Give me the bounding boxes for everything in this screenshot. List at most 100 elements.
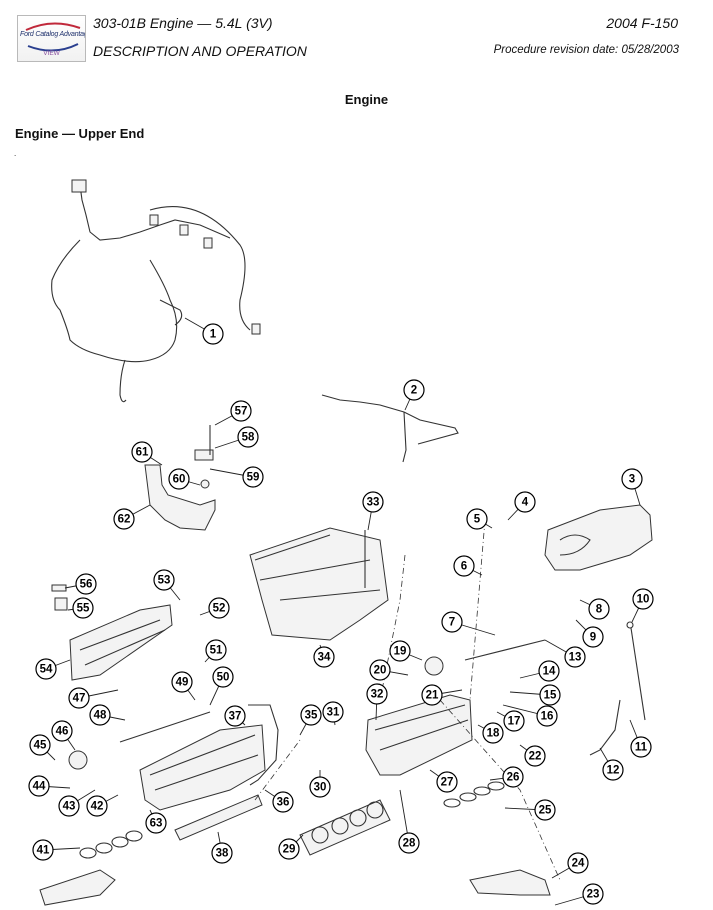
callout-10: 10 — [631, 588, 654, 623]
callout-number: 36 — [277, 797, 290, 809]
callout-number: 2 — [411, 385, 417, 397]
callout-42: 42 — [86, 794, 119, 817]
callout-number: 4 — [522, 497, 529, 509]
callout-number: 18 — [487, 728, 500, 740]
callout-24: 24 — [551, 852, 589, 879]
callout-number: 29 — [283, 844, 296, 856]
callout-51: 51 — [204, 639, 227, 663]
callout-number: 28 — [403, 838, 416, 850]
callouts-layer: 1234567891011121314151617181920212223242… — [28, 317, 654, 906]
callout-number: 21 — [426, 690, 439, 702]
callout-circle — [403, 379, 425, 401]
document-title: 303-01B Engine — 5.4L (3V) — [93, 15, 273, 31]
callout-circle — [224, 705, 246, 727]
callout-circle — [237, 426, 259, 448]
callout-circle — [153, 569, 175, 591]
vehicle-model: 2004 F-150 — [606, 15, 678, 31]
callout-circle — [621, 468, 643, 490]
callout-37: 37 — [224, 705, 246, 727]
callout-number: 24 — [572, 858, 585, 870]
callout-25: 25 — [504, 799, 556, 821]
callout-60: 60 — [168, 468, 201, 490]
callout-circle — [51, 720, 73, 742]
callout-9: 9 — [575, 619, 604, 648]
callout-32: 32 — [366, 683, 388, 721]
callout-4: 4 — [507, 491, 536, 521]
callout-62: 62 — [113, 504, 151, 530]
callout-circle — [72, 597, 94, 619]
callout-circle — [35, 658, 57, 680]
callout-15: 15 — [509, 684, 561, 706]
callout-circle — [436, 771, 458, 793]
callout-number: 5 — [474, 514, 481, 526]
callout-number: 3 — [629, 474, 635, 486]
callout-circle — [230, 400, 252, 422]
callout-circle — [313, 646, 335, 668]
ford-catalog-advantage-logo[interactable]: Ford Catalog Advantage VIEW — [17, 15, 86, 62]
callout-circle — [536, 705, 558, 727]
callout-63: 63 — [145, 809, 167, 834]
callout-50: 50 — [209, 666, 234, 706]
callout-46: 46 — [51, 720, 76, 751]
callout-number: 49 — [176, 677, 189, 689]
right-cylinder-head-part — [365, 694, 473, 776]
callout-number: 11 — [635, 742, 648, 754]
callout-41: 41 — [32, 839, 81, 861]
callout-number: 31 — [327, 707, 340, 719]
wiring-harness-part — [51, 179, 261, 403]
callout-13: 13 — [544, 639, 586, 668]
sensor-harness-part — [321, 394, 459, 463]
intake-manifold-part — [51, 584, 173, 681]
callout-circle — [272, 791, 294, 813]
callout-48: 48 — [89, 704, 126, 726]
callout-number: 63 — [150, 818, 163, 830]
callout-circle — [567, 852, 589, 874]
callout-number: 50 — [217, 672, 230, 684]
callout-58: 58 — [214, 426, 259, 449]
callout-27: 27 — [429, 769, 458, 793]
callout-23: 23 — [554, 883, 604, 906]
callout-number: 48 — [94, 710, 107, 722]
left-cylinder-head-part — [139, 724, 266, 811]
dipstick-part — [589, 621, 646, 756]
callout-number: 10 — [637, 594, 650, 606]
callout-circle — [514, 491, 536, 513]
section-title: Engine — [344, 92, 389, 107]
callout-34: 34 — [313, 644, 335, 668]
callout-number: 1 — [210, 329, 217, 341]
callout-number: 12 — [607, 765, 620, 777]
callout-6: 6 — [453, 555, 483, 577]
callout-44: 44 — [28, 775, 71, 797]
callout-number: 32 — [371, 689, 384, 701]
callout-circle — [205, 639, 227, 661]
callout-number: 27 — [441, 777, 454, 789]
callout-17: 17 — [496, 710, 525, 732]
callout-circle — [58, 795, 80, 817]
callout-number: 38 — [216, 848, 229, 860]
intake-gasket-part — [174, 794, 263, 841]
callout-circle — [466, 508, 488, 530]
callout-circle — [75, 573, 97, 595]
thermostat-housing-part — [144, 425, 216, 531]
callout-number: 26 — [507, 772, 520, 784]
callout-12: 12 — [599, 747, 624, 781]
callout-number: 37 — [229, 711, 242, 723]
callout-circle — [211, 842, 233, 864]
callout-number: 15 — [544, 690, 557, 702]
callout-circle — [421, 684, 443, 706]
callout-circle — [212, 666, 234, 688]
callout-circle — [131, 441, 153, 463]
callout-circle — [86, 795, 108, 817]
callout-circle — [564, 646, 586, 668]
callout-53: 53 — [153, 569, 181, 601]
callout-number: 25 — [539, 805, 552, 817]
callout-number: 16 — [541, 711, 554, 723]
callout-number: 6 — [461, 561, 467, 573]
callout-35: 35 — [299, 704, 322, 736]
callout-5: 5 — [466, 508, 493, 530]
callout-circle — [482, 722, 504, 744]
callout-26: 26 — [489, 766, 524, 788]
callout-22: 22 — [519, 744, 546, 767]
logo-view-link[interactable]: VIEW — [43, 50, 60, 57]
callout-circle — [322, 701, 344, 723]
